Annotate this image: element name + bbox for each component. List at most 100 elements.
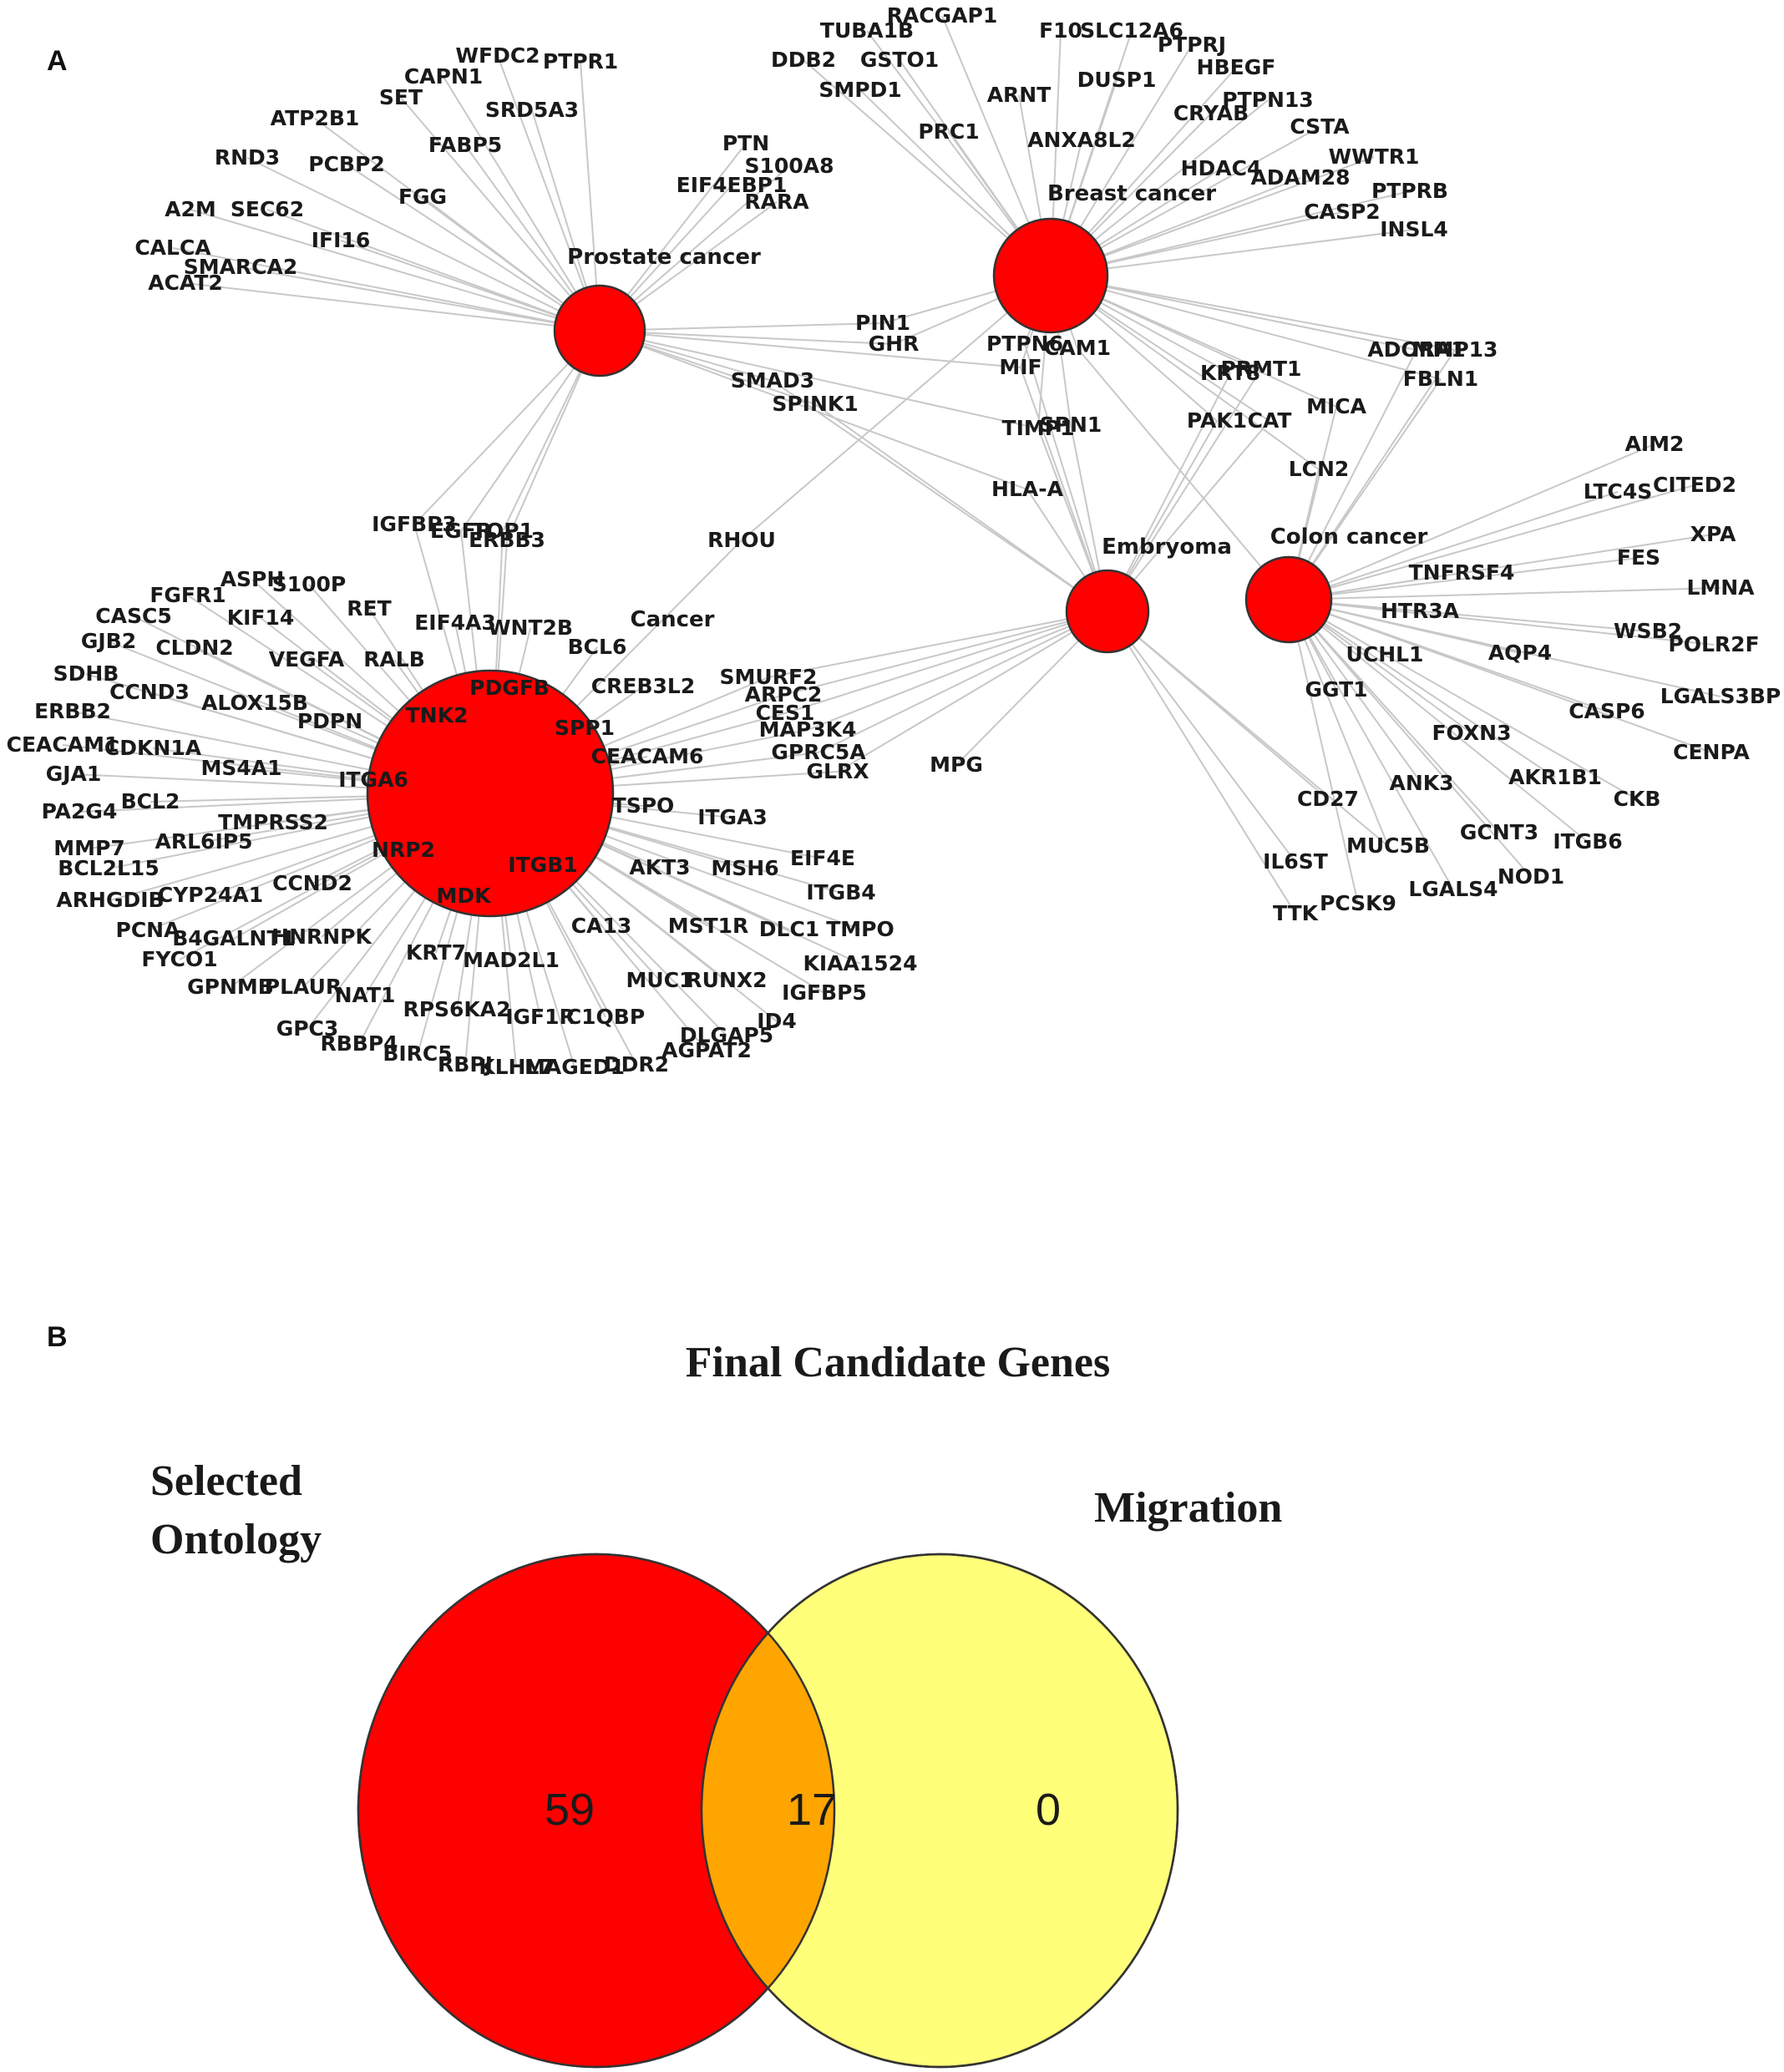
hub-node-embryoma [1065,569,1150,654]
gene-label-maged1: MAGED1 [525,1055,625,1079]
gene-label-fgfr1: FGFR1 [150,583,226,607]
gene-label-tmprss2: TMPRSS2 [218,810,328,834]
edge-cenpa-colon [1288,599,1712,753]
venn-title: Final Candidate Genes [686,1339,1111,1386]
gene-label-foxn3: FOXN3 [1432,721,1511,745]
gene-label-erbb3: ERBB3 [469,528,545,552]
gene-label-casp6: CASP6 [1569,699,1645,723]
gene-label-polr2f: POLR2F [1668,632,1759,656]
gene-label-il6st: IL6ST [1263,849,1328,874]
gene-label-tnfrsf4: TNFRSF4 [1409,560,1515,585]
edge-gprc5a-embryoma [818,610,1108,753]
gene-label-lgals3bp: LGALS3BP [1660,684,1781,708]
hub-label-breast: Breast cancer [1047,181,1216,206]
gene-label-kiaa1524: KIAA1524 [803,951,918,975]
gene-label-cldn2: CLDN2 [155,636,233,660]
gene-label-rps6ka2: RPS6KA2 [403,997,510,1021]
edge-ckb-colon [1288,599,1638,800]
gene-label-hbegf: HBEGF [1197,55,1276,79]
edge-arpc2-embryoma [783,610,1108,696]
edge-ttk-embryoma [1107,610,1296,914]
gene-label-wsb2: WSB2 [1614,619,1682,643]
edge-mif-embryoma [1020,367,1108,612]
gene-label-hla-a: HLA-A [991,477,1064,501]
gene-label-xpa: XPA [1690,522,1736,546]
gene-label-prmt1: PRMT1 [1221,357,1302,381]
edge-a2m-prostate [190,209,601,332]
gene-label-a2m: A2M [165,197,216,221]
gene-label-cited2: CITED2 [1653,473,1736,497]
edge-akr1b1-colon [1288,599,1556,778]
gene-label-casc5: CASC5 [95,604,171,628]
edge-il6st-embryoma [1107,610,1296,863]
gene-label-racgap1: RACGAP1 [887,3,998,28]
gene-label-arnt: ARNT [987,83,1052,107]
gene-label-wfdc2: WFDC2 [455,43,540,68]
gene-label-nrp2: NRP2 [372,838,435,862]
gene-label-smarca2: SMARCA2 [184,255,298,279]
edge-itgb6-colon [1288,599,1589,843]
gene-label-fbln1: FBLN1 [1403,367,1478,391]
gene-label-ghr: GHR [869,332,920,356]
gene-label-adora1: ADORA1 [1367,337,1465,362]
gene-label-mad2l1: MAD2L1 [463,948,560,972]
gene-label-eif4ebp1: EIF4EBP1 [677,173,788,197]
edge-mmp13-breast [1050,275,1456,351]
gene-label-prc1: PRC1 [918,119,979,144]
gene-label-pdpn: PDPN [297,709,362,733]
edge-hla-a-prostate [599,330,1028,490]
venn-count-left: 59 [545,1785,595,1835]
gene-label-akt3: AKT3 [629,855,690,879]
venn-left-set-label-line1: Selected [150,1457,302,1505]
gene-label-ptpn6: PTPN6 [986,332,1063,356]
gene-label-muc5b: MUC5B [1346,833,1430,858]
gene-label-f10: F10 [1039,18,1082,43]
edge-calca-prostate [172,247,601,332]
gene-label-plaur: PLAUR [265,975,342,999]
gene-label-ddr2: DDR2 [604,1052,669,1077]
gene-label-insl4: INSL4 [1380,217,1448,241]
gene-label-cdkn1a: CDKN1A [104,736,202,760]
gene-label-itgb6: ITGB6 [1553,829,1622,854]
gene-label-lcn2: LCN2 [1289,457,1350,481]
gene-label-ckb: CKB [1614,787,1661,811]
gene-label-ca13: CA13 [571,914,632,938]
edge-smad3-embryoma [772,380,1108,612]
edge-pcbp2-prostate [346,164,601,332]
edge-wsb2-colon [1288,599,1649,632]
gene-label-gpc3: GPC3 [276,1016,339,1041]
gene-label-aim2: AIM2 [1625,432,1685,456]
gene-label-ralb: RALB [363,647,425,671]
gene-label-igfbp5: IGFBP5 [782,980,867,1005]
edge-lgals3bp-colon [1288,599,1721,697]
gene-label-ccnd3: CCND3 [109,680,190,704]
hub-label-cancer: Cancer [630,607,714,632]
edge-acat2-prostate [185,282,601,332]
edge-set-prostate [400,97,601,332]
gene-label-eif4e: EIF4E [790,846,855,870]
gene-label-htr3a: HTR3A [1381,599,1460,623]
gene-label-set: SET [379,85,423,109]
edge-map3k4-embryoma [807,610,1108,731]
gene-label-mpg: MPG [930,752,983,777]
gene-label-casp2: CASP2 [1304,200,1380,224]
venn-right-set-label: Migration [1094,1484,1282,1532]
gene-label-birc5: BIRC5 [383,1041,452,1066]
gene-label-aqp4: AQP4 [1488,641,1552,665]
venn-count-overlap: 17 [787,1785,837,1835]
venn-left-set-label-line2: Ontology [150,1516,322,1563]
gene-label-cenpa: CENPA [1673,740,1750,764]
gene-label-egfr: EGFR [430,519,492,543]
gene-label-slc12a6: SLC12A6 [1080,18,1183,43]
gene-label-bcl2l15: BCL2L15 [58,856,159,880]
gene-label-agpat2: AGPAT2 [661,1038,752,1062]
gene-label-fgg: FGG [398,185,447,209]
gene-label-itga6: ITGA6 [338,768,408,792]
edge-ghr-prostate [599,330,895,345]
gene-label-ceacam1: CEACAM1 [7,732,119,757]
hub-node-prostate [553,284,646,377]
gene-label-adam28: ADAM28 [1250,165,1350,190]
